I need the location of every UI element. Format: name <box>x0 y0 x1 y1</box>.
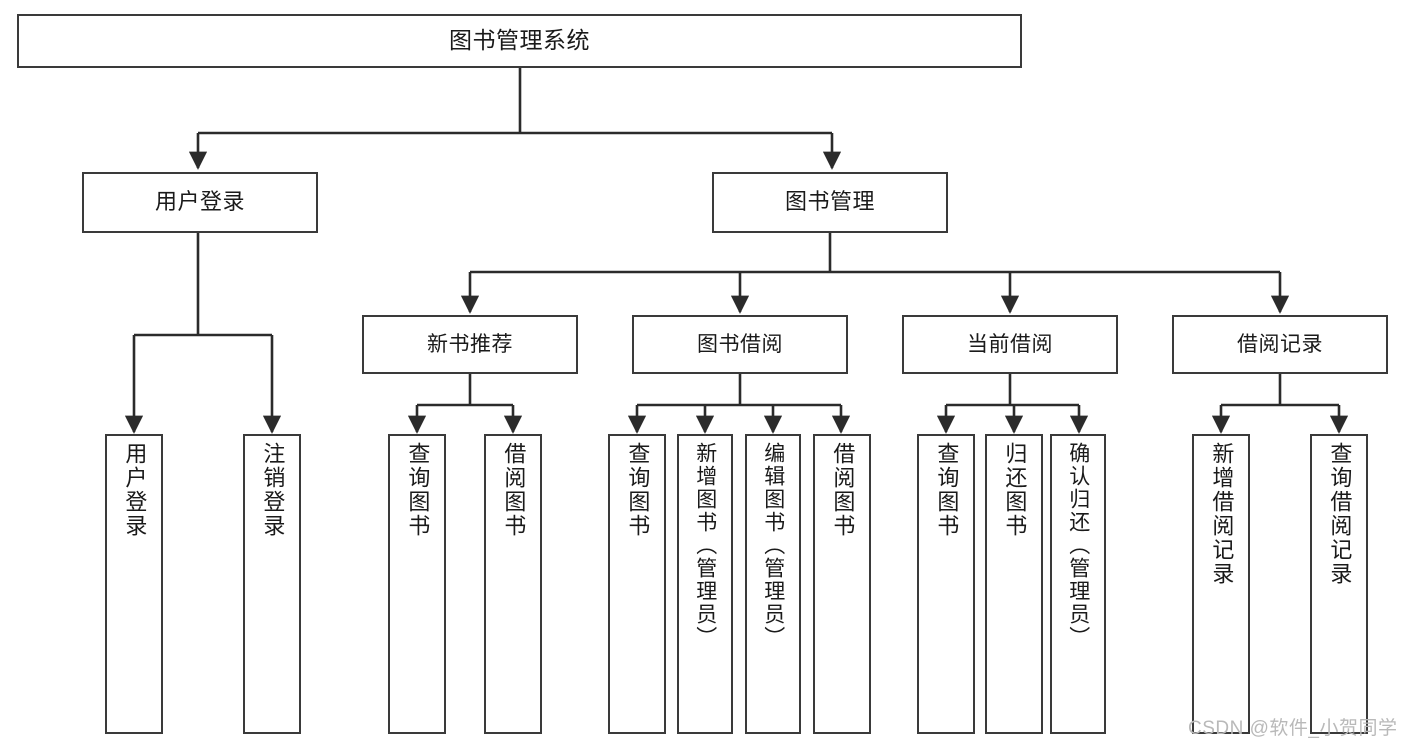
node-label: 用户登录 <box>122 442 148 538</box>
leaf-query-borrow-record[interactable]: 查询借阅记录 <box>1310 434 1368 734</box>
leaf-confirm-return-admin[interactable]: 确认归还（管理员） <box>1050 434 1106 734</box>
node-label: 查询借阅记录 <box>1327 442 1353 586</box>
leaf-query-book-borrow[interactable]: 查询图书 <box>608 434 666 734</box>
node-borrowing-record[interactable]: 借阅记录 <box>1172 315 1388 374</box>
leaf-add-borrow-record[interactable]: 新增借阅记录 <box>1192 434 1250 734</box>
leaf-query-book-recommend[interactable]: 查询图书 <box>388 434 446 734</box>
leaf-query-book-current[interactable]: 查询图书 <box>917 434 975 734</box>
node-new-book-recommendation[interactable]: 新书推荐 <box>362 315 578 374</box>
node-current-borrowing[interactable]: 当前借阅 <box>902 315 1118 374</box>
node-label: 确认归还（管理员） <box>1066 442 1090 649</box>
leaf-user-login[interactable]: 用户登录 <box>105 434 163 734</box>
leaf-add-book-admin[interactable]: 新增图书（管理员） <box>677 434 733 734</box>
node-label: 借阅图书 <box>501 442 527 538</box>
leaf-edit-book-admin[interactable]: 编辑图书（管理员） <box>745 434 801 734</box>
leaf-borrow-book-recommend[interactable]: 借阅图书 <box>484 434 542 734</box>
node-label: 借阅图书 <box>830 442 856 538</box>
node-label: 借阅记录 <box>1237 332 1323 356</box>
node-label: 编辑图书（管理员） <box>761 442 785 649</box>
leaf-return-book[interactable]: 归还图书 <box>985 434 1043 734</box>
node-label: 归还图书 <box>1002 442 1028 538</box>
node-label: 用户登录 <box>154 189 245 215</box>
node-book-management[interactable]: 图书管理 <box>712 172 948 233</box>
node-label: 图书管理 <box>784 189 875 215</box>
node-book-borrowing[interactable]: 图书借阅 <box>632 315 848 374</box>
node-label: 新增图书（管理员） <box>693 442 717 649</box>
node-label: 查询图书 <box>405 442 431 538</box>
node-label: 查询图书 <box>934 442 960 538</box>
node-root-book-management-system[interactable]: 图书管理系统 <box>17 14 1022 68</box>
node-label: 新增借阅记录 <box>1209 442 1235 586</box>
node-label: 图书借阅 <box>697 332 783 356</box>
node-label: 查询图书 <box>625 442 651 538</box>
leaf-logout[interactable]: 注销登录 <box>243 434 301 734</box>
node-user-login[interactable]: 用户登录 <box>82 172 318 233</box>
csdn-watermark: CSDN @软件_小贺同学 <box>1188 718 1398 739</box>
node-label: 图书管理系统 <box>449 27 590 54</box>
node-label: 当前借阅 <box>967 332 1053 356</box>
node-label: 注销登录 <box>260 442 286 538</box>
leaf-borrow-book[interactable]: 借阅图书 <box>813 434 871 734</box>
node-label: 新书推荐 <box>427 332 513 356</box>
